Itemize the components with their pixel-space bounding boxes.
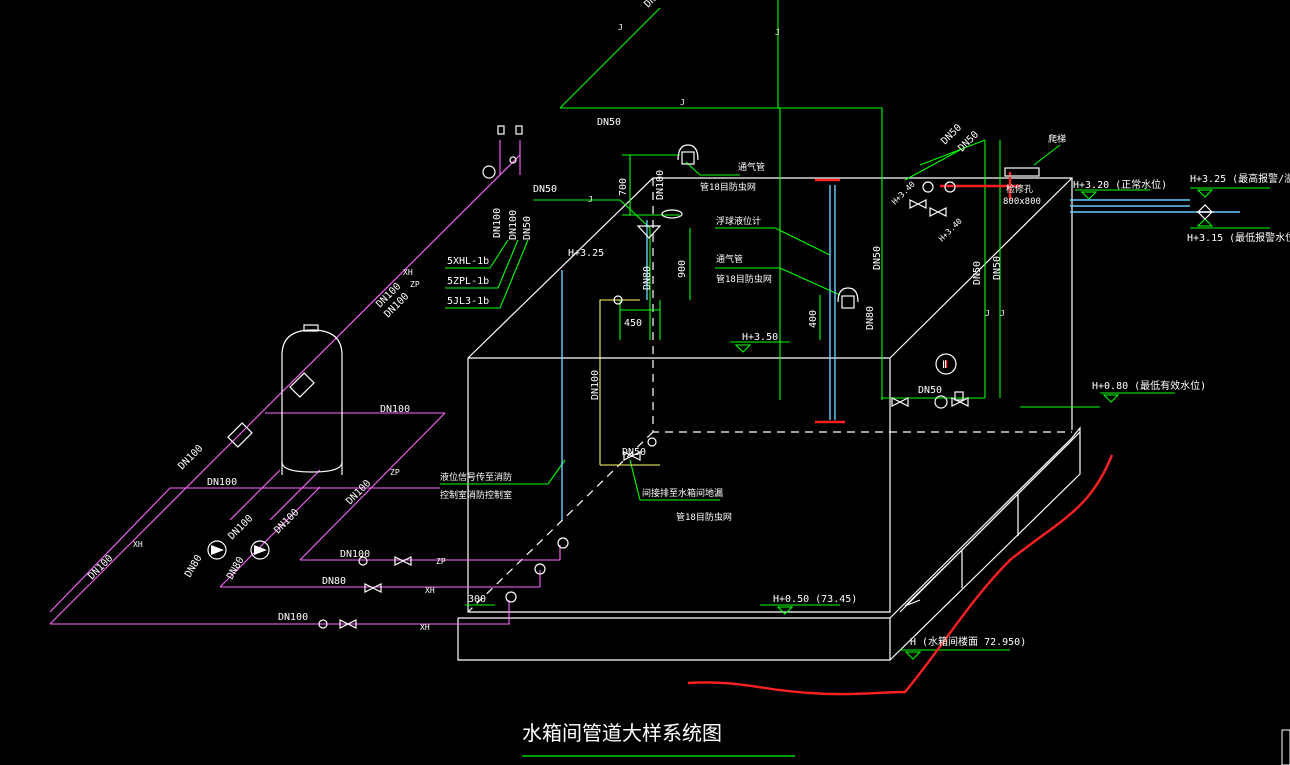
label-dn50-valve: DN50 <box>918 385 942 396</box>
note-vent-2: 通气管 <box>716 253 743 265</box>
code-zp-1: ZP <box>410 280 420 289</box>
label-dn100-header: DN100 <box>207 477 237 488</box>
code-xh-2: XH <box>133 540 143 549</box>
label-dn100-inner: DN100 <box>655 170 666 200</box>
riser-label-xhl: 5XHL-1b <box>447 256 489 267</box>
label-dn80-pump-2: DN80 <box>225 555 247 581</box>
code-j-5: J <box>985 309 990 318</box>
label-dn100-riser-2: DN100 <box>508 210 519 240</box>
note-vent: 通气管 <box>738 161 765 173</box>
label-dn100-tank-left: DN100 <box>176 443 205 472</box>
text-layer: DN50 DN50 DN50 DN50 DN50 DN50 DN50 DN50 … <box>86 0 1290 648</box>
label-dn50-drain: DN50 <box>622 447 646 458</box>
code-j-2: J <box>680 98 685 107</box>
overflow-and-sensor-pipes <box>561 185 1240 520</box>
red-annotations <box>687 172 1114 696</box>
fire-pipes <box>49 140 561 625</box>
code-zp-2: ZP <box>390 468 400 477</box>
elev-h320: H+3.20 (正常水位) <box>1073 178 1167 191</box>
elev-h350: H+3.50 <box>742 332 778 343</box>
label-dn80-xh: DN80 <box>322 576 346 587</box>
elev-h340-b: H+3.40 <box>937 216 964 243</box>
elev-h050: H+0.50 (73.45) <box>773 594 857 605</box>
label-dn80-pump-1: DN80 <box>183 553 205 579</box>
elev-h325-right: H+3.25 (最高报警/溢流水位) <box>1190 172 1290 185</box>
note-level-signal-1: 液位信号传至消防 <box>440 471 512 483</box>
label-dn50-vert-2: DN50 <box>972 261 983 285</box>
code-xh-1: XH <box>403 268 413 277</box>
note-insect-net-1: 管18目防虫网 <box>700 181 756 193</box>
code-j-3: J <box>618 23 623 32</box>
code-j-1: J <box>588 195 593 204</box>
label-dn50-top: DN50 <box>597 117 621 128</box>
code-j-6: J <box>1000 309 1005 318</box>
elev-h315: H+3.15 (最低报警水位) <box>1187 231 1290 244</box>
dim-450: 450 <box>624 318 642 329</box>
water-tank <box>457 177 1081 661</box>
fittings <box>207 125 1214 629</box>
label-dn50-riser: DN50 <box>522 216 533 240</box>
riser-label-jl3: 5JL3-1b <box>447 296 489 307</box>
note-overflow: 间接排至水箱间地漏 <box>642 487 723 499</box>
label-dn100-riser-1: DN100 <box>492 208 503 238</box>
code-xh-4: XH <box>420 623 430 632</box>
tank-symbol: Ⅱ <box>942 360 947 371</box>
dim-900: 900 <box>677 260 688 278</box>
note-manhole: 检修孔 <box>1006 183 1033 195</box>
drawing-title: 水箱间管道大样系统图 <box>522 721 795 757</box>
elev-floor: H (水箱间楼面 72.950) <box>910 635 1026 648</box>
note-liquid-meter: 浮球液位计 <box>716 215 761 227</box>
riser-label-zpl: 5ZPL-1b <box>447 276 489 287</box>
label-dn50-top-left: DN50 <box>642 0 667 10</box>
label-dn100-pump-a: DN100 <box>226 513 255 542</box>
title-text: 水箱间管道大样系统图 <box>522 721 722 745</box>
label-dn80-inner: DN80 <box>642 266 653 290</box>
note-level-signal-2: 控制室消防控制室 <box>440 489 512 501</box>
note-ladder: 爬梯 <box>1048 133 1066 145</box>
label-dn50-vert-3: DN50 <box>992 256 1003 280</box>
code-zp-3: ZP <box>436 557 446 566</box>
elev-h340-a: H+3.40 <box>890 179 917 206</box>
note-overflow-net: 管18目防虫网 <box>676 511 732 523</box>
note-manhole-size: 800x800 <box>1003 197 1041 207</box>
label-dn80-dr: DN80 <box>865 306 876 330</box>
dim-700: 700 <box>618 178 629 196</box>
label-dn50-vert-1: DN50 <box>872 246 883 270</box>
label-dn100-left-long: DN100 <box>86 553 115 582</box>
label-dn100-return: DN100 <box>344 478 373 507</box>
code-xh-3: XH <box>425 586 435 595</box>
elev-h325-left: H+3.25 <box>568 248 604 259</box>
code-j-4: J <box>775 28 780 37</box>
label-dn50-j-left: DN50 <box>533 184 557 195</box>
label-dn100-tank-top: DN100 <box>380 404 410 415</box>
label-dn100-bottom: DN100 <box>278 612 308 623</box>
label-dn100-zp: DN100 <box>340 549 370 560</box>
note-insect-net-2: 管18目防虫网 <box>716 273 772 285</box>
label-dn100-overflow: DN100 <box>590 370 601 400</box>
elevation-markers <box>734 189 1214 660</box>
dim-400: 400 <box>808 310 819 328</box>
elev-h080: H+0.80 (最低有效水位) <box>1092 379 1206 392</box>
dim-300: 300 <box>468 594 486 605</box>
supply-pipes-j <box>440 0 1270 651</box>
label-dn100-pump-b: DN100 <box>272 507 301 536</box>
